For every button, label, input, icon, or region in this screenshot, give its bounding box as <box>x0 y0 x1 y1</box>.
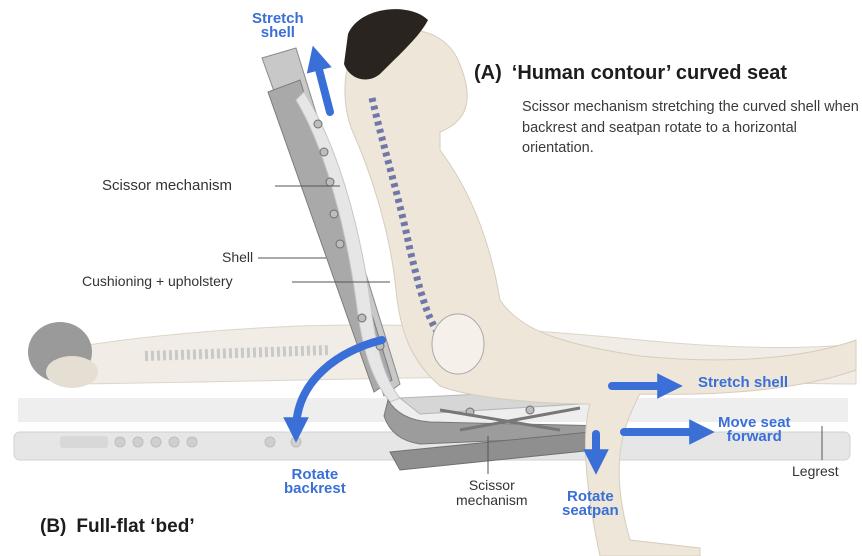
label-rotate-backrest: Rotate backrest <box>284 468 346 497</box>
label-move-seat-forward: Move seat forward <box>718 416 791 445</box>
stretch-shell-up-arrow <box>316 58 330 112</box>
callout-legrest: Legrest <box>792 464 839 479</box>
title-b: (B)Full-flat ‘bed’ <box>40 516 195 538</box>
callout-cushioning: Cushioning + upholstery <box>82 274 233 289</box>
label-rotate-seatpan: Rotate seatpan <box>562 490 619 519</box>
label-stretch-shell-top: Stretch shell <box>252 12 304 41</box>
label-stretch-shell-right: Stretch shell <box>698 376 788 390</box>
seated-person <box>344 9 856 556</box>
title-a: (A)‘Human contour’ curved seat <box>474 62 787 85</box>
callout-scissor-mechanism-bottom: Scissor mechanism <box>456 478 528 509</box>
callout-scissor-mechanism-top: Scissor mechanism <box>102 178 232 195</box>
description: Scissor mechanism stretching the curved … <box>522 97 862 159</box>
callout-shell: Shell <box>222 250 253 265</box>
